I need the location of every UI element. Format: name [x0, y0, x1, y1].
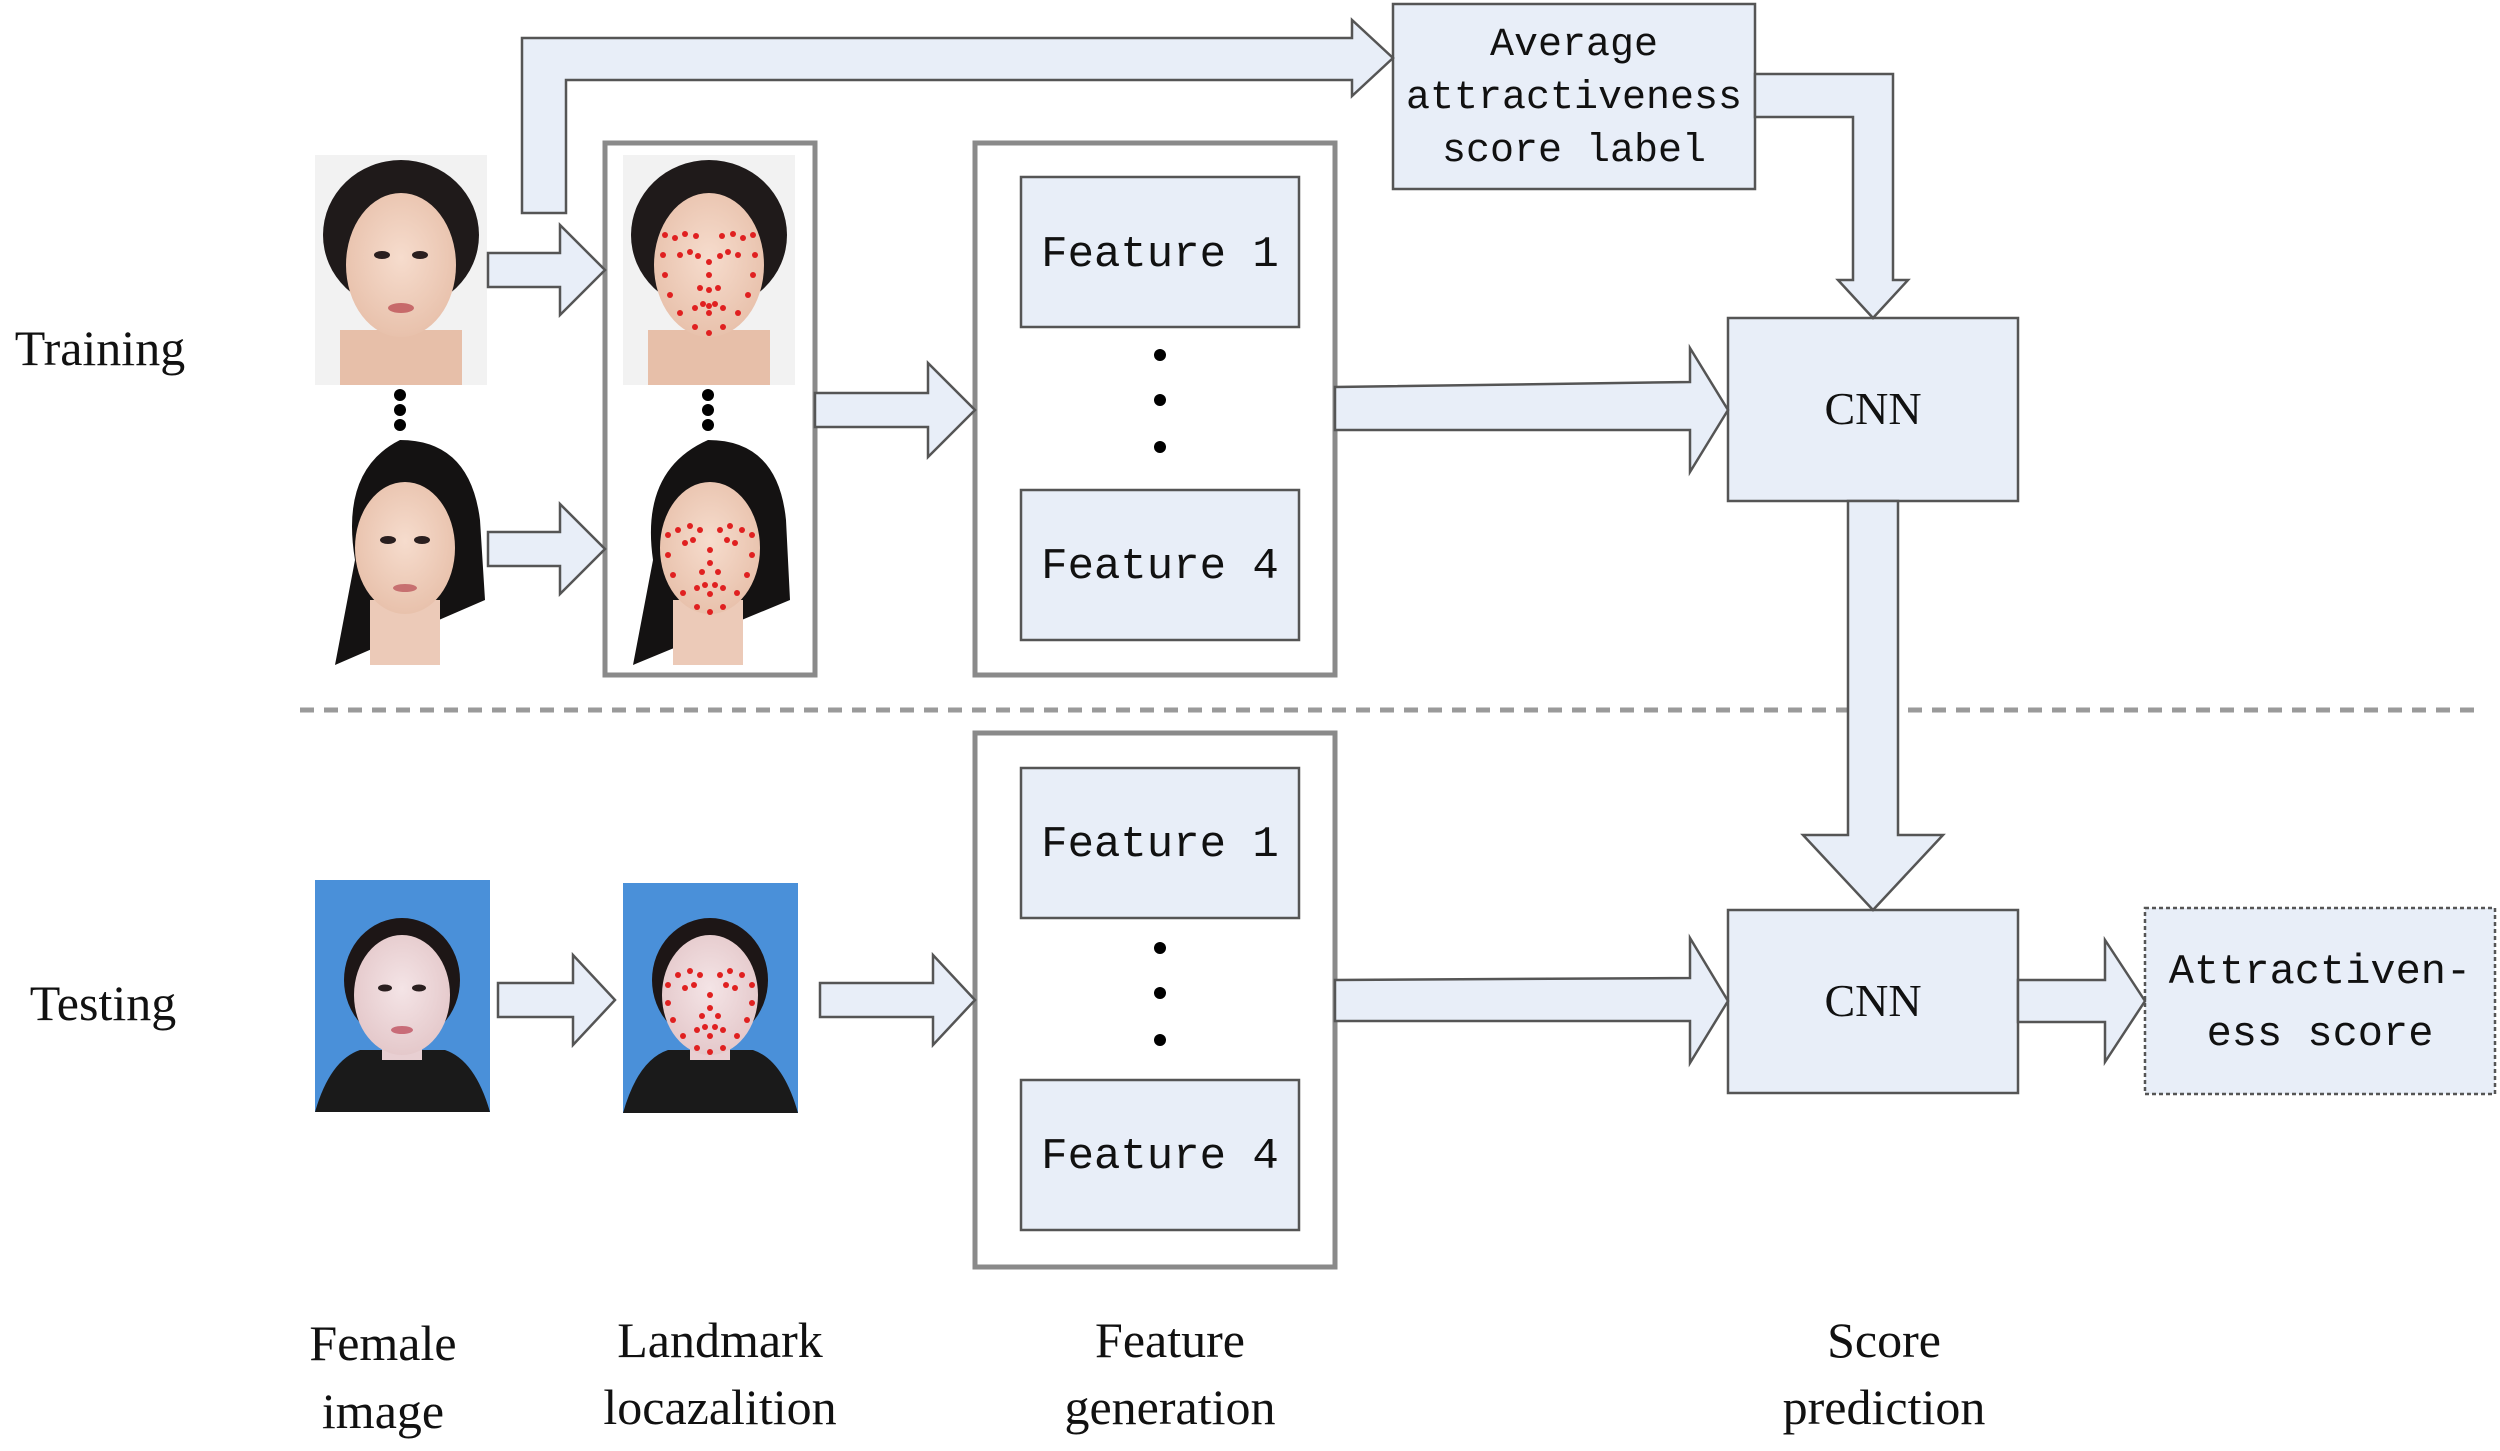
- arrow-average-label-to-cnn: [1753, 72, 1911, 320]
- arrow-features-to-cnn-training: [1333, 343, 1730, 477]
- attractiveness-score-line-2: ess score: [2207, 1010, 2434, 1058]
- arrow-photo-to-average-label: [520, 17, 1395, 215]
- testing-face-photo: [315, 880, 490, 1112]
- stage-caption-feature-gen-2: generation: [1064, 1379, 1275, 1435]
- feature-label-testing-4: Feature 4: [1041, 1132, 1279, 1182]
- training-landmark-photo-1: [623, 155, 795, 385]
- feature-label-training-4: Feature 4: [1041, 542, 1279, 592]
- attractiveness-score-line-1: Attractiven-: [2169, 948, 2471, 996]
- average-score-label-line-1: Average: [1490, 23, 1658, 68]
- cnn-box-training: [1726, 316, 2020, 503]
- cnn-label-training: CNN: [1824, 383, 1921, 434]
- stage-caption-score-pred-1: Score: [1827, 1312, 1941, 1368]
- arrow-test-landmark-to-features: [818, 951, 977, 1049]
- arrow-photo1-to-landmark: [486, 221, 607, 319]
- feature-box-training-1: [1019, 175, 1301, 329]
- feature-box-training-4: [1019, 488, 1301, 642]
- testing-landmark-photo: [623, 883, 798, 1113]
- stage-caption-landmark-1: Landmark: [617, 1312, 822, 1368]
- ellipsis-dots: [394, 389, 406, 431]
- arrow-photo2-to-landmark: [486, 500, 607, 598]
- training-landmark-photo-2: [633, 437, 793, 665]
- ellipsis-dots: [702, 389, 714, 431]
- cnn-label-testing: CNN: [1824, 975, 1921, 1026]
- training-face-photo-2: [335, 437, 485, 665]
- arrow-landmark-to-features-training: [813, 359, 977, 461]
- feature-label-testing-1: Feature 1: [1041, 820, 1279, 870]
- row-label-testing: Testing: [30, 975, 176, 1031]
- stage-caption-landmark-2: locazalition: [603, 1379, 836, 1435]
- stage-caption-feature-gen-1: Feature: [1095, 1312, 1245, 1368]
- feature-box-testing-1: [1019, 766, 1301, 920]
- row-label-training: Training: [15, 320, 185, 376]
- stage-caption-female-image-2: image: [322, 1383, 444, 1439]
- ellipsis-dots: [1154, 942, 1166, 1046]
- arrow-test-photo-to-landmark: [496, 951, 617, 1049]
- arrow-features-to-cnn-testing: [1333, 933, 1730, 1068]
- arrow-cnn-training-to-testing: [1800, 499, 1946, 912]
- feature-label-training-1: Feature 1: [1041, 230, 1279, 280]
- average-score-label-box: [1391, 2, 1757, 191]
- ellipsis-dots: [1154, 349, 1166, 453]
- attractiveness-score-box: [2143, 906, 2497, 1096]
- training-face-photo-1: [315, 155, 487, 385]
- arrow-cnn-to-score: [2016, 935, 2147, 1067]
- average-score-label-line-3: score label: [1442, 129, 1706, 174]
- stage-caption-female-image-1: Female: [309, 1315, 456, 1371]
- feature-box-testing-4: [1019, 1078, 1301, 1232]
- stage-caption-score-pred-2: prediction: [1783, 1379, 1986, 1435]
- average-score-label-line-2: attractiveness: [1406, 76, 1742, 121]
